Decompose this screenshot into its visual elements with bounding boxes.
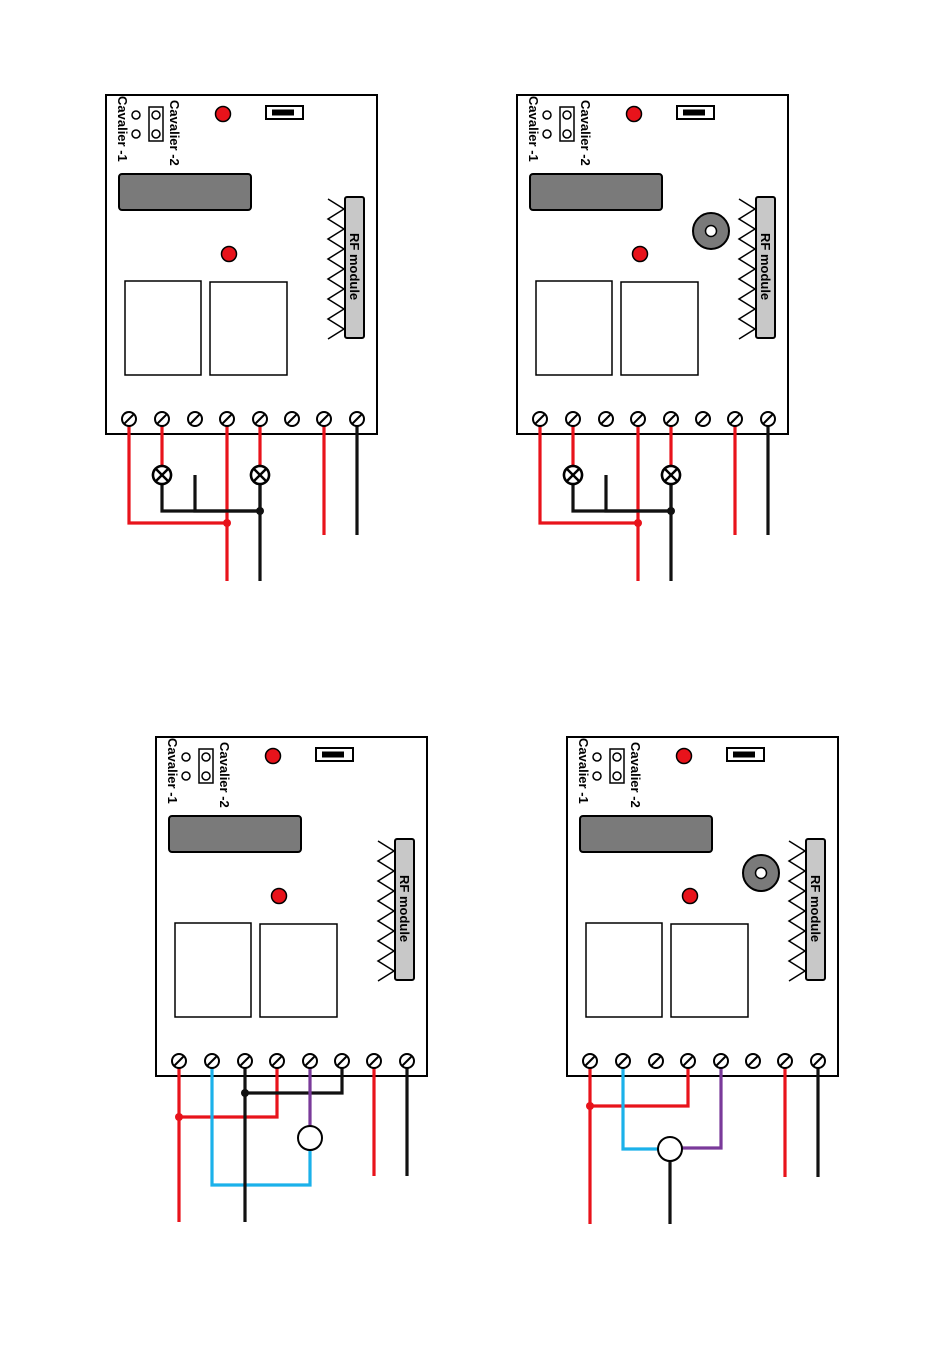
jumper-1-label: Cavalier -1 [165,738,180,804]
jumper-2-pin [563,111,571,119]
junction-dot [223,519,231,527]
rf-module-label: RF module [758,233,773,300]
jumper-2-pin [202,753,210,761]
jumper-1-pin [593,772,601,780]
jumper-1-pin [543,111,551,119]
relay-driver-block [119,174,251,210]
relay-2 [621,282,698,375]
jumper-1-pin [543,130,551,138]
relay-1 [536,281,612,375]
junction-dot [241,1089,249,1097]
relay-driver-block [169,816,301,852]
relay-1 [125,281,201,375]
jumper-1-pin [593,753,601,761]
jumper-2-pin [202,772,210,780]
jumper-2-pin [152,111,160,119]
dip-switch-lever [683,110,705,116]
buzzer-center [756,868,767,879]
junction-dot [634,519,642,527]
dip-switch-lever [322,752,344,758]
led-icon [633,247,648,262]
junction-dot [175,1113,183,1121]
board-bottom-right: Cavalier -1 Cavalier -2 RF module [567,737,838,1224]
led-icon [222,247,237,262]
wiring [586,1061,818,1224]
motor-circle-icon [658,1137,682,1161]
board-top-right: Cavalier -1 Cavalier -2 RF module [517,95,788,581]
led-icon [216,107,231,122]
dip-switch-lever [272,110,294,116]
led-icon [683,889,698,904]
jumper-1-pin [132,130,140,138]
wiring [129,419,357,581]
jumper-2-pin [563,130,571,138]
wiring [540,419,768,581]
jumper-2-pin [613,772,621,780]
jumper-2-label: Cavalier -2 [628,742,643,808]
lamp-1-return [162,484,260,511]
jumper-2-label: Cavalier -2 [578,100,593,166]
led-icon [627,107,642,122]
relay-driver-block [580,816,712,852]
jumper-1-pin [182,772,190,780]
jumper-1-label: Cavalier -1 [526,96,541,162]
led-icon [266,749,281,764]
motor-circle-icon [298,1126,322,1150]
jumper-1-pin [182,753,190,761]
led-icon [272,889,287,904]
motor-blue-wire [212,1061,310,1185]
board-top-left: Cavalier -1 Cavalier -2 RF module [106,95,377,581]
rf-module-label: RF module [347,233,362,300]
jumper-1-label: Cavalier -1 [115,96,130,162]
relay-driver-block [530,174,662,210]
jumper-1-label: Cavalier -1 [576,738,591,804]
led-icon [677,749,692,764]
board-bottom-left: Cavalier -1 Cavalier -2 RF module [156,737,427,1222]
rf-module-label: RF module [808,875,823,942]
jumper-2-label: Cavalier -2 [167,100,182,166]
rf-module-label: RF module [397,875,412,942]
jumper-1-pin [132,111,140,119]
relay-1 [586,923,662,1017]
lamp-1-return [573,484,671,511]
relay-2 [671,924,748,1017]
relay-1 [175,923,251,1017]
jumper-2-pin [613,753,621,761]
relay-2 [260,924,337,1017]
junction-dot [586,1102,594,1110]
jumper-2-label: Cavalier -2 [217,742,232,808]
buzzer-center [706,226,717,237]
jumper-2-pin [152,130,160,138]
dip-switch-lever [733,752,755,758]
relay-2 [210,282,287,375]
wiring [175,1061,407,1222]
